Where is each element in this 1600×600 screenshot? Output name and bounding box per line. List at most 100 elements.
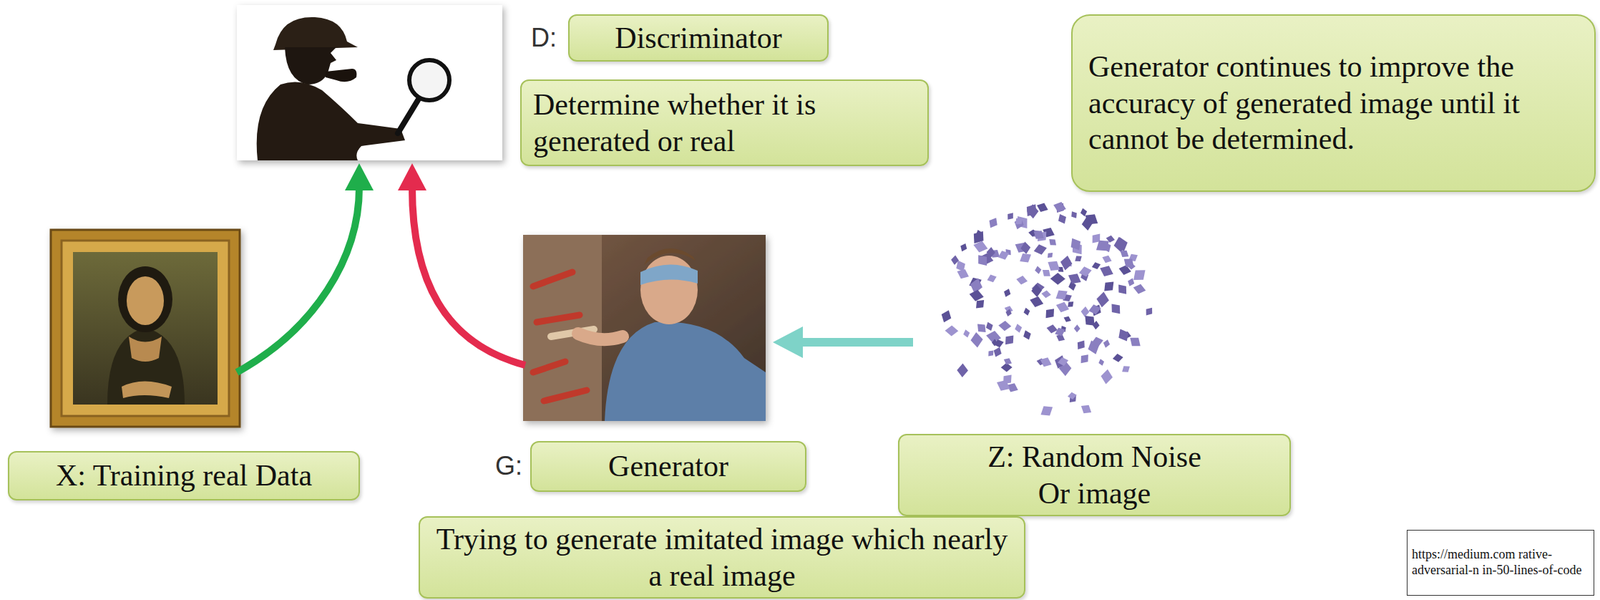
- title-box: Generator: [530, 440, 807, 492]
- noise-dot: [1095, 291, 1110, 309]
- noise-dot: [1099, 368, 1114, 385]
- noise-dot: [1053, 325, 1067, 339]
- noise-dot: [1080, 306, 1090, 318]
- noise-dot: [1107, 300, 1125, 317]
- noise-dot: [1062, 314, 1073, 324]
- noise-dot: [1101, 338, 1111, 349]
- noise-dot: [1002, 356, 1014, 367]
- detective-picture: [236, 5, 503, 161]
- noise-dot: [1065, 299, 1076, 310]
- noise-dot: [1100, 277, 1118, 295]
- noise-dot: [1072, 253, 1084, 265]
- noise-dot: [1078, 401, 1094, 416]
- noise-dot: [1051, 199, 1068, 214]
- noise-dot: [1021, 328, 1034, 341]
- noise-dot: [1056, 211, 1070, 226]
- part-letter: D:: [530, 22, 557, 53]
- noise-dot: [1097, 262, 1116, 280]
- noise-dot: [1022, 201, 1041, 220]
- noise-dot: [1090, 260, 1102, 271]
- noise-dot: [950, 254, 959, 266]
- noise-dot: [1031, 226, 1047, 242]
- noise-dot: [1056, 355, 1070, 367]
- noise-dot: [1041, 305, 1058, 322]
- mona-lisa-picture: [50, 229, 240, 427]
- noise-dot: [1111, 352, 1124, 363]
- noise-dot: [1005, 210, 1017, 222]
- noise-dot: [1033, 265, 1042, 275]
- citation-box: https://medium.com rative-adversarial-n …: [1406, 529, 1595, 596]
- noise-dot: [972, 296, 987, 312]
- noise-dot: [1129, 265, 1150, 285]
- title-box: Discriminator: [568, 14, 829, 62]
- noise-dot: [1052, 286, 1070, 303]
- input-box: Z: Random Noise Or image: [898, 433, 1291, 516]
- box-text: X: Training real Data: [19, 457, 349, 494]
- noise-dot: [996, 248, 1011, 262]
- noise-dot: [1069, 209, 1080, 220]
- noise-dot: [1067, 235, 1085, 254]
- noise-dot: [1044, 256, 1063, 275]
- noise-dot: [1074, 337, 1088, 353]
- noise-dot: [1097, 357, 1105, 367]
- data-box: X: Training real Data: [7, 450, 360, 501]
- box-text: Trying to generate imitated image which …: [435, 520, 1009, 594]
- noise-dot: [1019, 241, 1032, 255]
- noise-dot: [1034, 200, 1050, 214]
- noise-dot: [986, 215, 1000, 230]
- noise-dot: [962, 328, 972, 339]
- noise-dot: [1081, 216, 1094, 231]
- noise-dot: [1065, 269, 1084, 287]
- note-box: Generator continues to improve the accur…: [1071, 14, 1596, 192]
- noise-dot: [973, 320, 989, 336]
- noise-dot: [1089, 334, 1105, 348]
- noise-dot: [970, 331, 984, 348]
- noise-dot: [1037, 402, 1056, 420]
- noise-dot: [1054, 299, 1071, 315]
- noise-dot: [1066, 391, 1077, 400]
- noise-dot: [1004, 308, 1013, 318]
- random-noise-picture: [938, 199, 1155, 420]
- box-text: Determine whether it is generated or rea…: [533, 86, 916, 159]
- painter-picture: [523, 234, 766, 421]
- noise-dot: [986, 348, 997, 359]
- noise-dot: [1050, 272, 1066, 285]
- box-text: Generator continues to improve the accur…: [1088, 48, 1533, 157]
- real-data-arrow: [236, 163, 374, 373]
- noise-dot: [1117, 247, 1131, 260]
- noise-dot: [1016, 249, 1034, 266]
- noise-dot: [1087, 302, 1102, 316]
- noise-dot: [991, 345, 1004, 359]
- noise-dot: [1100, 253, 1113, 265]
- noise-dot: [956, 362, 969, 378]
- noise-arrow: [772, 326, 914, 358]
- noise-dot: [1115, 326, 1133, 344]
- noise-dot: [1022, 306, 1032, 317]
- noise-dot: [1001, 332, 1018, 348]
- note-box: Determine whether it is generated or rea…: [520, 79, 929, 167]
- noise-dot: [1041, 289, 1052, 300]
- noise-dot: [1045, 250, 1055, 260]
- noise-dot: [1132, 282, 1148, 296]
- note-box: Trying to generate imitated image which …: [418, 515, 1026, 599]
- noise-dot: [986, 246, 996, 259]
- noise-dot: [1032, 242, 1049, 257]
- citation-text: https://medium.com rative-adversarial-n …: [1411, 546, 1590, 578]
- box-text: Generator: [541, 447, 795, 484]
- noise-dot: [1002, 286, 1013, 298]
- noise-dot: [1031, 283, 1043, 297]
- noise-dot: [1119, 362, 1133, 375]
- part-letter: G:: [495, 450, 523, 481]
- noise-dot: [1077, 264, 1093, 278]
- noise-dot: [1120, 254, 1138, 271]
- noise-dot: [984, 320, 995, 333]
- noise-dot: [1092, 236, 1113, 256]
- noise-dot: [1143, 304, 1156, 317]
- noise-dot: [993, 377, 1013, 395]
- noise-dot: [1079, 207, 1089, 218]
- noise-dot: [1012, 214, 1025, 227]
- noise-dot: [1038, 354, 1055, 370]
- noise-dot: [1077, 351, 1092, 366]
- noise-dot: [1074, 324, 1081, 333]
- noise-dot: [958, 241, 969, 253]
